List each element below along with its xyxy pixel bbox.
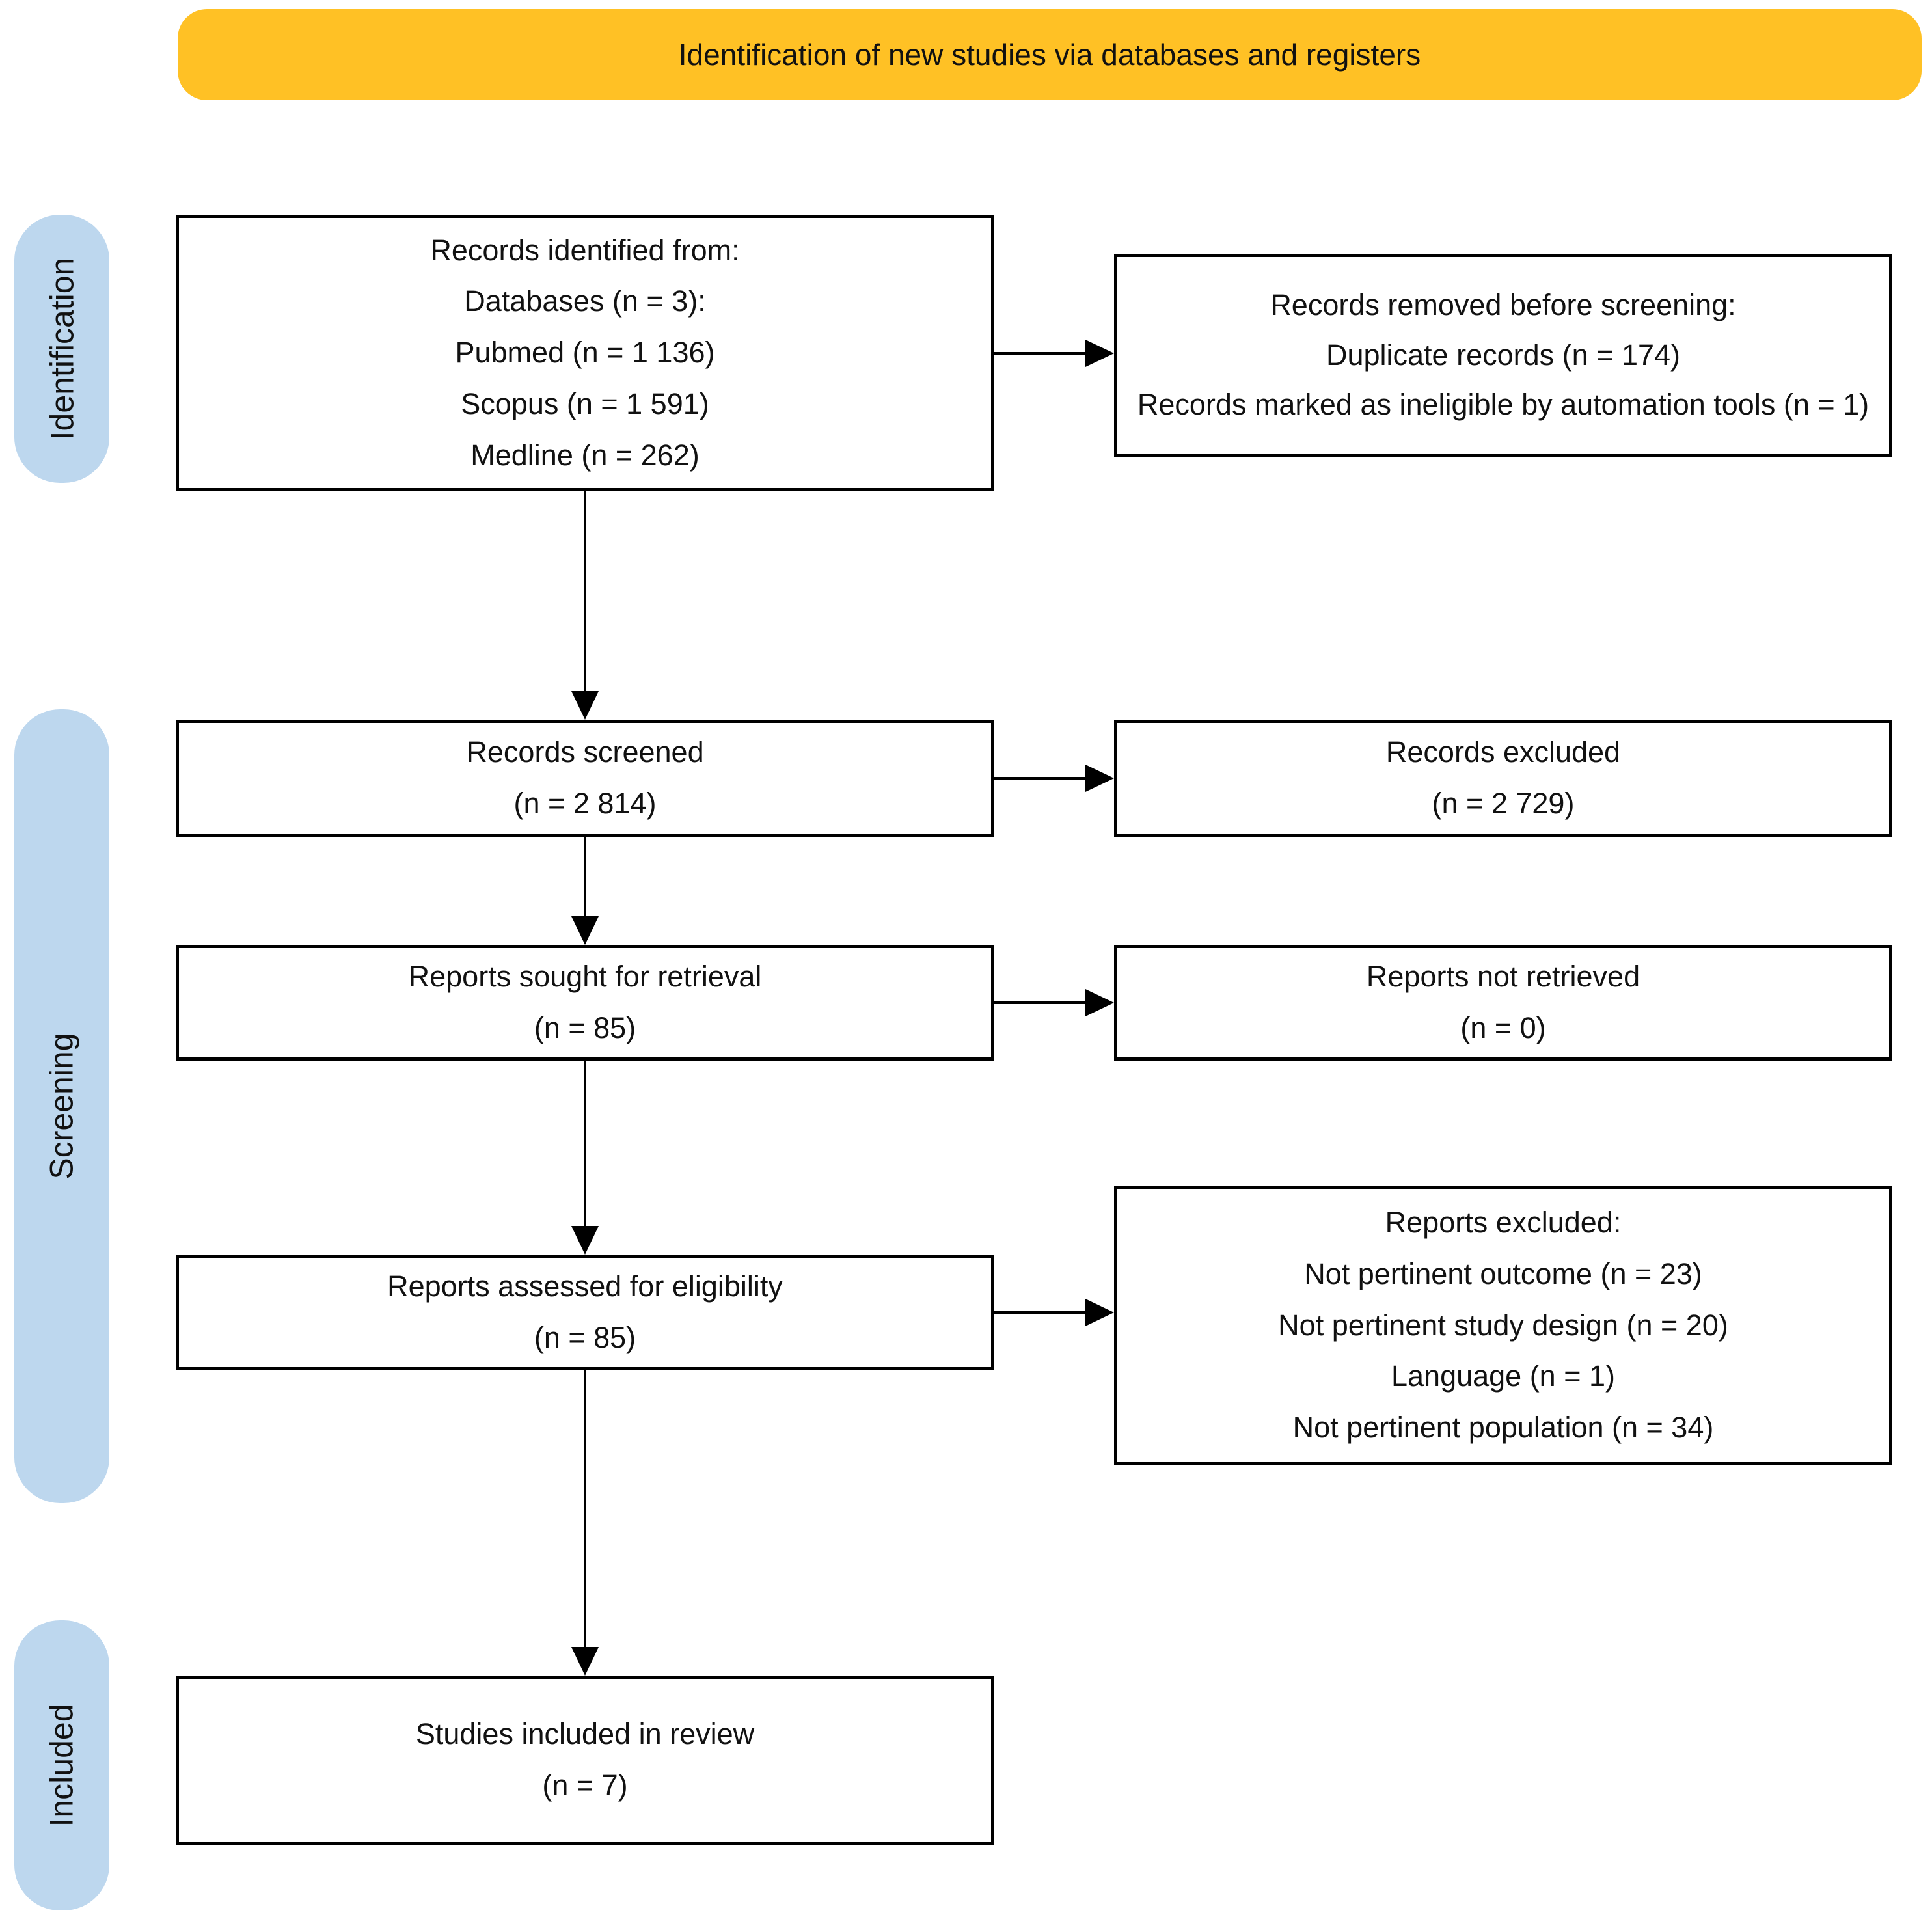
text-line: Records removed before screening:: [1270, 288, 1736, 322]
arrow-shaft: [584, 491, 586, 692]
stage-label-screening: Screening: [14, 709, 109, 1503]
text-line: (n = 2 729): [1432, 787, 1575, 820]
text-line: Language (n = 1): [1391, 1359, 1616, 1393]
text-line: Reports sought for retrieval: [408, 960, 762, 994]
arrow-screened-to-sought-icon: [571, 837, 599, 945]
text-line: (n = 85): [534, 1321, 636, 1354]
text-line: Pubmed (n = 1 136): [455, 336, 715, 370]
arrow-shaft: [994, 1001, 1087, 1004]
box-records-excluded: Records excluded (n = 2 729): [1114, 720, 1892, 837]
text-line: Duplicate records (n = 174): [1326, 338, 1681, 372]
arrow-shaft: [994, 1311, 1087, 1314]
box-reports-assessed-for-eligibility: Reports assessed for eligibility (n = 85): [176, 1255, 994, 1370]
arrow-shaft: [584, 837, 586, 918]
text-line: (n = 85): [534, 1011, 636, 1044]
arrow-shaft: [584, 1061, 586, 1227]
arrow-shaft: [994, 352, 1087, 355]
text-line: Records screened: [466, 735, 704, 769]
arrow-identified-to-screened-icon: [571, 491, 599, 720]
arrow-head-down-icon: [571, 1226, 599, 1255]
box-records-screened: Records screened (n = 2 814): [176, 720, 994, 837]
text-line: Medline (n = 262): [470, 438, 700, 472]
arrow-shaft: [584, 1370, 586, 1648]
arrow-head-down-icon: [571, 691, 599, 720]
arrow-head-right-icon: [1085, 340, 1114, 367]
text-line: Not pertinent outcome (n = 23): [1304, 1257, 1702, 1290]
box-records-identified: Records identified from: Databases (n = 3…: [176, 215, 994, 491]
text-line: (n = 2 814): [513, 787, 657, 820]
box-records-removed-before-screening: Records removed before screening: Duplica…: [1114, 254, 1892, 457]
text-line: Databases (n = 3):: [464, 284, 706, 318]
text-line: Reports not retrieved: [1366, 960, 1640, 994]
text-line: Not pertinent population (n = 34): [1292, 1411, 1714, 1445]
arrow-head-down-icon: [571, 1647, 599, 1676]
arrow-head-right-icon: [1085, 765, 1114, 792]
stage-label-included: Included: [14, 1620, 109, 1910]
text-line: Not pertinent study design (n = 20): [1278, 1308, 1728, 1342]
arrow-shaft: [994, 777, 1087, 780]
box-reports-not-retrieved: Reports not retrieved (n = 0): [1114, 945, 1892, 1061]
stage-label-included-text: Included: [44, 1704, 81, 1827]
text-line: Records excluded: [1385, 735, 1621, 769]
text-line: Scopus (n = 1 591): [461, 387, 709, 420]
arrow-sought-to-assessed-icon: [571, 1061, 599, 1255]
box-reports-sought-for-retrieval: Reports sought for retrieval (n = 85): [176, 945, 994, 1061]
arrow-identified-to-removed-icon: [994, 339, 1114, 368]
stage-label-identification: Identification: [14, 215, 109, 483]
stage-label-identification-text: Identification: [44, 257, 80, 441]
box-studies-included-in-review: Studies included in review (n = 7): [176, 1676, 994, 1845]
stage-label-screening-text: Screening: [44, 1033, 80, 1180]
arrow-head-down-icon: [571, 916, 599, 945]
text-line: Reports assessed for eligibility: [387, 1270, 783, 1303]
banner: Identification of new studies via databa…: [178, 9, 1922, 100]
arrow-sought-to-not-retrieved-icon: [994, 988, 1114, 1017]
text-line: (n = 7): [542, 1769, 628, 1802]
banner-title: Identification of new studies via databa…: [678, 38, 1421, 72]
text-line: (n = 0): [1460, 1011, 1546, 1044]
box-reports-excluded: Reports excluded: Not pertinent outcome (…: [1114, 1186, 1892, 1465]
text-line: Studies included in review: [415, 1717, 755, 1751]
arrow-assessed-to-included-icon: [571, 1370, 599, 1676]
arrow-head-right-icon: [1085, 989, 1114, 1016]
arrow-head-right-icon: [1085, 1299, 1114, 1326]
text-line: Records identified from:: [430, 233, 740, 267]
arrow-assessed-to-reports-excluded-icon: [994, 1298, 1114, 1327]
text-line: Reports excluded:: [1385, 1206, 1622, 1240]
arrow-screened-to-excluded-icon: [994, 764, 1114, 793]
text-line: Records marked as ineligible by automati…: [1137, 388, 1870, 422]
